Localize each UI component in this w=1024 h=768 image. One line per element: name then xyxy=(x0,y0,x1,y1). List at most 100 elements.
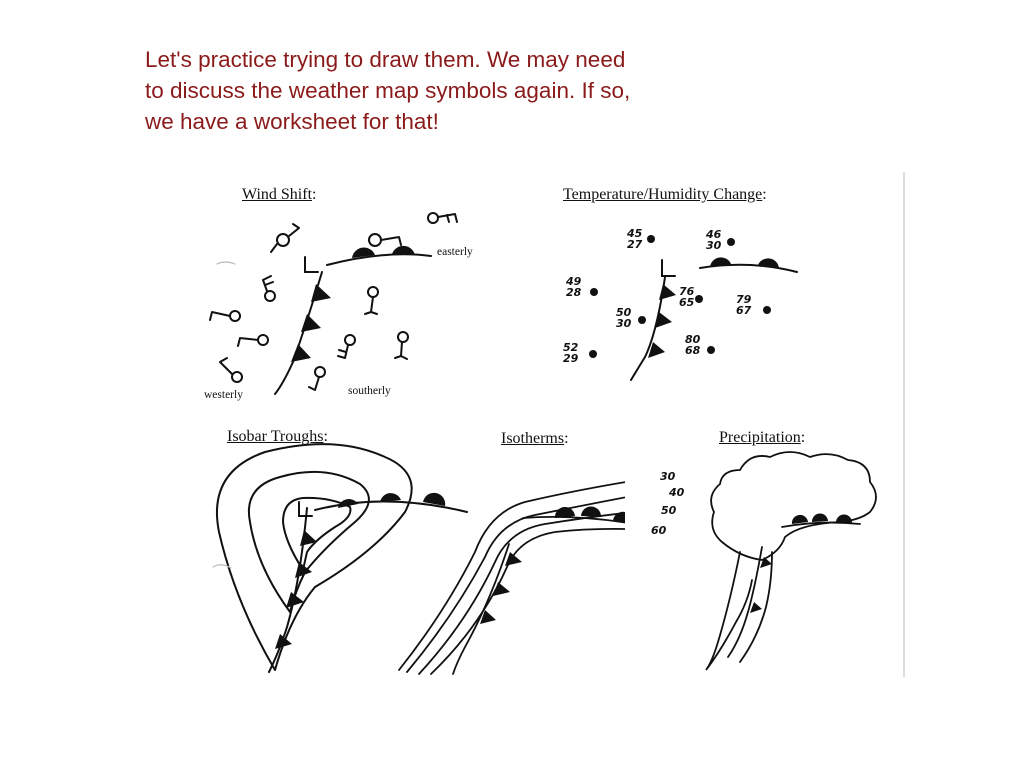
wind-station xyxy=(270,223,300,253)
isotherm-cold-front xyxy=(452,543,510,675)
station-dot xyxy=(590,288,598,296)
wind-station xyxy=(262,275,276,302)
isotherms-heading: Isotherms: xyxy=(501,430,569,447)
page-edge xyxy=(903,172,905,677)
warm-front-semicircle xyxy=(380,493,401,502)
intro-text: Let's practice trying to draw them. We m… xyxy=(145,44,745,137)
station-dot xyxy=(695,295,703,303)
cold-front-triangle xyxy=(275,634,292,649)
station-dot xyxy=(638,316,646,324)
label-easterly: easterly xyxy=(437,246,473,258)
trough-warm-front xyxy=(314,500,468,513)
isobar-troughs-heading: Isobar Troughs: xyxy=(227,428,328,445)
wind-station xyxy=(368,233,402,247)
warm-front-semicircle xyxy=(423,492,446,506)
cold-front-triangle xyxy=(480,610,496,624)
warm-front-semicircle xyxy=(554,506,575,518)
intro-line-3: we have a worksheet for that! xyxy=(145,109,439,134)
isobar-inner xyxy=(281,496,352,573)
cold-front-triangle xyxy=(750,602,762,613)
warm-front-semicircle xyxy=(338,499,358,508)
temp-cold-front xyxy=(630,276,666,381)
cold-front-triangle xyxy=(648,342,665,358)
cold-front-triangle xyxy=(286,592,304,608)
label-southerly: southerly xyxy=(348,385,391,397)
isotherm-line-30 xyxy=(398,481,625,671)
wind-station xyxy=(364,286,379,315)
low-pressure-l xyxy=(661,259,676,277)
cold-front-triangle xyxy=(655,312,672,328)
isobar-troughs-panel xyxy=(212,443,468,673)
precip-cloud-outline xyxy=(710,451,877,561)
wind-shift-warm-front xyxy=(326,253,432,266)
isotherms-panel xyxy=(398,481,625,675)
precip-warm-front xyxy=(781,521,861,528)
cold-front-triangle xyxy=(301,314,321,332)
hole-punch-mark xyxy=(212,564,232,569)
warm-front-semicircle xyxy=(758,258,779,268)
warm-front-semicircle xyxy=(581,506,602,517)
wind-station xyxy=(394,331,409,360)
label-westerly: westerly xyxy=(204,389,243,401)
isotherm-line-50 xyxy=(418,512,625,675)
isotherm-label: 50 xyxy=(661,504,677,517)
warm-front-semicircle xyxy=(352,247,375,258)
worksheet-scan: Wind Shift: easterly southerly westerly … xyxy=(195,172,905,677)
low-pressure-l xyxy=(298,501,313,517)
warm-front-semicircle xyxy=(392,245,415,255)
isotherm-label: 30 xyxy=(660,470,676,483)
warm-front-semicircle xyxy=(791,514,808,524)
cold-front-triangle xyxy=(300,530,317,546)
isotherm-label: 60 xyxy=(651,524,667,537)
warm-front-semicircle xyxy=(710,257,731,267)
precip-band-right xyxy=(739,551,773,663)
cold-front-triangle xyxy=(760,557,772,568)
cold-front-triangle xyxy=(659,284,676,300)
intro-line-1: Let's practice trying to draw them. We m… xyxy=(145,47,626,72)
station-dot xyxy=(727,238,735,246)
temp-humidity-panel xyxy=(589,235,798,381)
isotherm-label: 40 xyxy=(669,486,685,499)
wind-shift-heading: Wind Shift: xyxy=(242,186,317,203)
station-dot xyxy=(647,235,655,243)
precipitation-panel xyxy=(705,451,877,671)
isotherm-line-60 xyxy=(430,527,625,675)
wind-shift-panel xyxy=(209,212,458,395)
cold-front-triangle xyxy=(493,582,510,596)
station-dot xyxy=(707,346,715,354)
cold-front-triangle xyxy=(295,562,312,578)
wind-station xyxy=(427,212,458,224)
isotherm-line-40 xyxy=(406,496,625,673)
temp-humidity-heading: Temperature/Humidity Change: xyxy=(563,186,767,203)
station-dot xyxy=(589,350,597,358)
warm-front-semicircle xyxy=(811,513,828,522)
wind-station xyxy=(337,334,356,359)
warm-front-semicircle xyxy=(836,514,853,523)
low-pressure-l xyxy=(304,256,319,273)
precipitation-heading: Precipitation: xyxy=(719,429,806,446)
hole-punch-mark xyxy=(216,261,236,265)
wind-station xyxy=(237,334,269,347)
temp-warm-front xyxy=(699,263,798,273)
cold-front-triangle xyxy=(291,344,311,362)
cold-front-triangle xyxy=(505,552,522,566)
station-dot xyxy=(763,306,771,314)
wind-station xyxy=(219,357,243,383)
isotherm-warm-front xyxy=(522,515,625,524)
precip-cold-front xyxy=(727,546,763,658)
wind-station xyxy=(308,366,326,391)
intro-line-2: to discuss the weather map symbols again… xyxy=(145,78,631,103)
cold-front-triangle xyxy=(311,284,331,302)
precip-band-left xyxy=(705,551,753,671)
isobar-outer xyxy=(215,443,413,671)
wind-station xyxy=(209,310,241,322)
warm-front-semicircle xyxy=(613,511,625,523)
